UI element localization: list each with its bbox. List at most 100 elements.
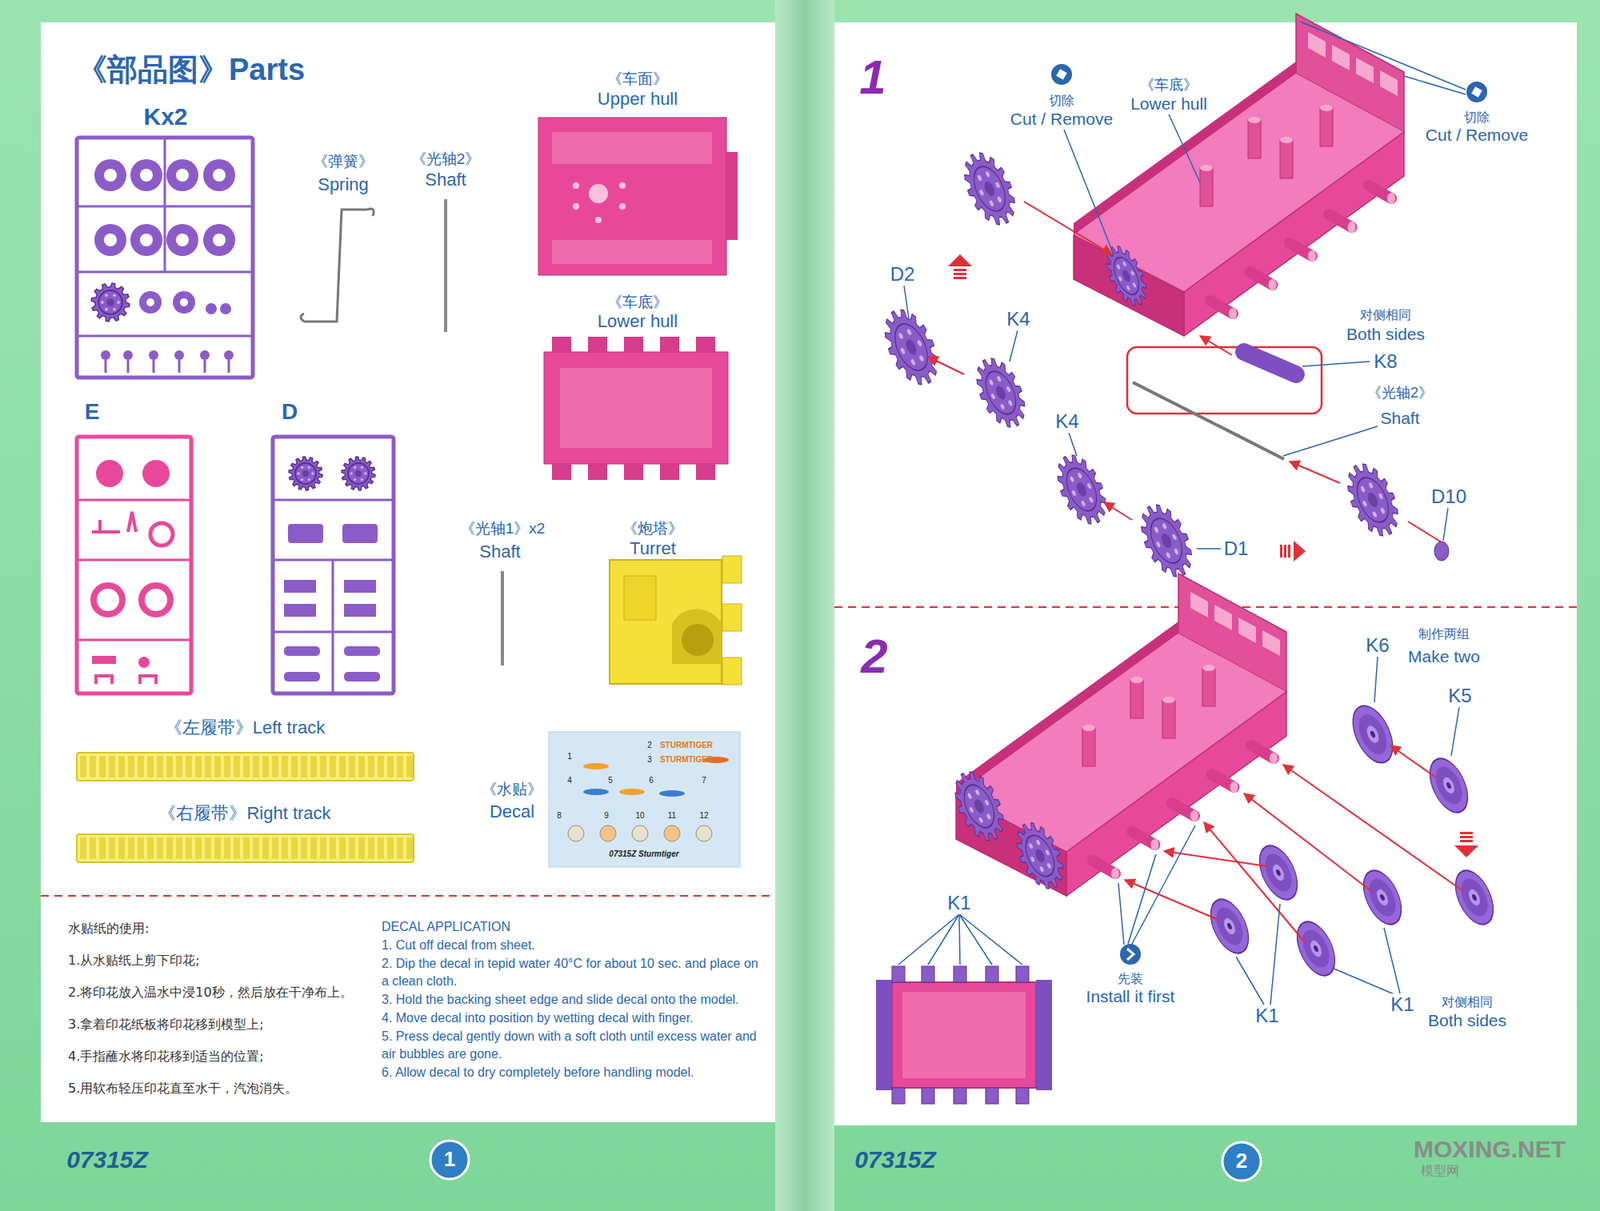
drawing-part — [364, 472, 367, 475]
drawing-part — [904, 338, 919, 357]
instruction-step: 4.手指蘸水将印花移到适当的位置; — [68, 1048, 376, 1066]
drawing-part — [291, 837, 298, 860]
drawing-part — [1120, 268, 1132, 284]
decal-number: 5 — [608, 776, 613, 786]
instruction: Both sides — [1344, 324, 1428, 344]
drawing-part — [1460, 840, 1473, 843]
drawing-part — [1471, 893, 1478, 902]
drawing-part — [1016, 966, 1029, 983]
leader-line — [1196, 548, 1221, 550]
assembly-arrow — [1390, 745, 1436, 778]
drawing-part — [396, 756, 404, 778]
drawing-part — [1008, 816, 1073, 896]
drawing-part — [1221, 916, 1238, 937]
drawing-part — [377, 756, 384, 778]
drawing-part — [358, 756, 365, 778]
wheel-part — [203, 224, 236, 256]
drawing-part — [1036, 839, 1041, 846]
drawing-part — [224, 756, 231, 778]
drawing-part — [200, 350, 210, 360]
drawing-part — [1280, 136, 1293, 144]
drawing-part — [945, 764, 1014, 849]
drawing-part — [1448, 864, 1501, 931]
sprocket — [967, 351, 1036, 436]
drawing-part — [986, 813, 992, 820]
sprocket — [341, 456, 376, 491]
wheel-part — [130, 224, 163, 256]
drawing-part — [1044, 849, 1050, 856]
part-name-cn: 《光轴2》 — [408, 150, 484, 168]
leader-line — [1128, 854, 1156, 944]
part-name: Lower hull — [1128, 94, 1210, 114]
drawing-part — [660, 464, 680, 480]
sprue-runner — [164, 137, 167, 272]
assembly-arrow — [1408, 521, 1442, 543]
drawing-part — [1308, 32, 1326, 58]
sprocket — [1337, 456, 1408, 544]
decal-number: 6 — [648, 776, 654, 786]
drawing-part — [874, 301, 948, 393]
drawing-part — [967, 792, 973, 800]
drawing-part — [972, 798, 987, 816]
callout-number: K8 — [1371, 350, 1400, 373]
drawing-part — [353, 478, 356, 481]
drawing-part — [320, 837, 327, 860]
leader-line — [1283, 426, 1378, 456]
drawing-part — [396, 837, 404, 860]
sprue-runner — [76, 499, 192, 502]
drawing-part — [1269, 752, 1278, 764]
road-wheel — [1422, 752, 1476, 819]
drawing-part — [141, 585, 171, 615]
drawing-part — [140, 168, 153, 182]
instruction-cn: 对侧相同 — [1439, 995, 1496, 1010]
drawing-part — [900, 347, 906, 355]
drawing-part — [696, 825, 712, 842]
instruction-step: 2. Dip the decal in tepid water 40°C for… — [381, 955, 766, 991]
drawing-part — [284, 604, 316, 617]
assembly-arrow — [1104, 502, 1132, 520]
road-wheel — [1344, 700, 1401, 770]
drawing-part — [137, 837, 144, 860]
drawing-part — [348, 463, 369, 484]
leader-line — [1451, 707, 1460, 756]
drawing-part — [106, 298, 115, 307]
drawing-part — [214, 837, 221, 860]
leader-line — [959, 914, 1023, 965]
sprocket — [288, 456, 323, 491]
drawing-part — [147, 837, 154, 860]
drawing-part — [982, 180, 997, 198]
wheel-part — [166, 224, 199, 256]
drawing-part — [1130, 270, 1136, 276]
drawing-part — [116, 300, 120, 304]
drawing-part — [588, 336, 608, 352]
page-number: 1 — [444, 1148, 456, 1172]
drawing-part — [1122, 261, 1128, 268]
decal-number: 9 — [604, 811, 609, 821]
drawing-part — [1440, 776, 1457, 796]
wheel-part — [94, 224, 127, 256]
instruction-step: 1.从水贴纸上剪下印花; — [68, 952, 376, 970]
drawing-part — [128, 756, 135, 778]
drawing-part — [1280, 544, 1283, 558]
drawing-part — [339, 756, 346, 778]
step-number: 2 — [860, 628, 888, 684]
instructions-cn: 水贴纸的使用:1.从水贴纸上剪下印花;2.将印花放入温水中浸10秒，然后放在干净… — [68, 920, 376, 1112]
instruction-cn: 对侧相同 — [1357, 308, 1414, 323]
drawing-part — [1046, 862, 1052, 869]
drawing-part — [1364, 724, 1381, 745]
drawing-part — [348, 837, 356, 860]
drawing-part — [224, 837, 231, 860]
drawing-part — [204, 837, 212, 860]
install-icon — [1120, 944, 1141, 965]
drawing-part — [990, 392, 996, 400]
drawing-part — [696, 336, 716, 352]
drawing-part — [1130, 680, 1144, 719]
part-name: Shaft — [476, 541, 523, 562]
hull-top-view — [892, 982, 1036, 1088]
drawing-part — [150, 523, 173, 546]
decal-sheet — [548, 732, 740, 868]
drawing-part — [300, 313, 304, 322]
drawing-part — [112, 308, 116, 312]
drawing-part — [1033, 848, 1047, 864]
drawing-part — [672, 608, 722, 664]
